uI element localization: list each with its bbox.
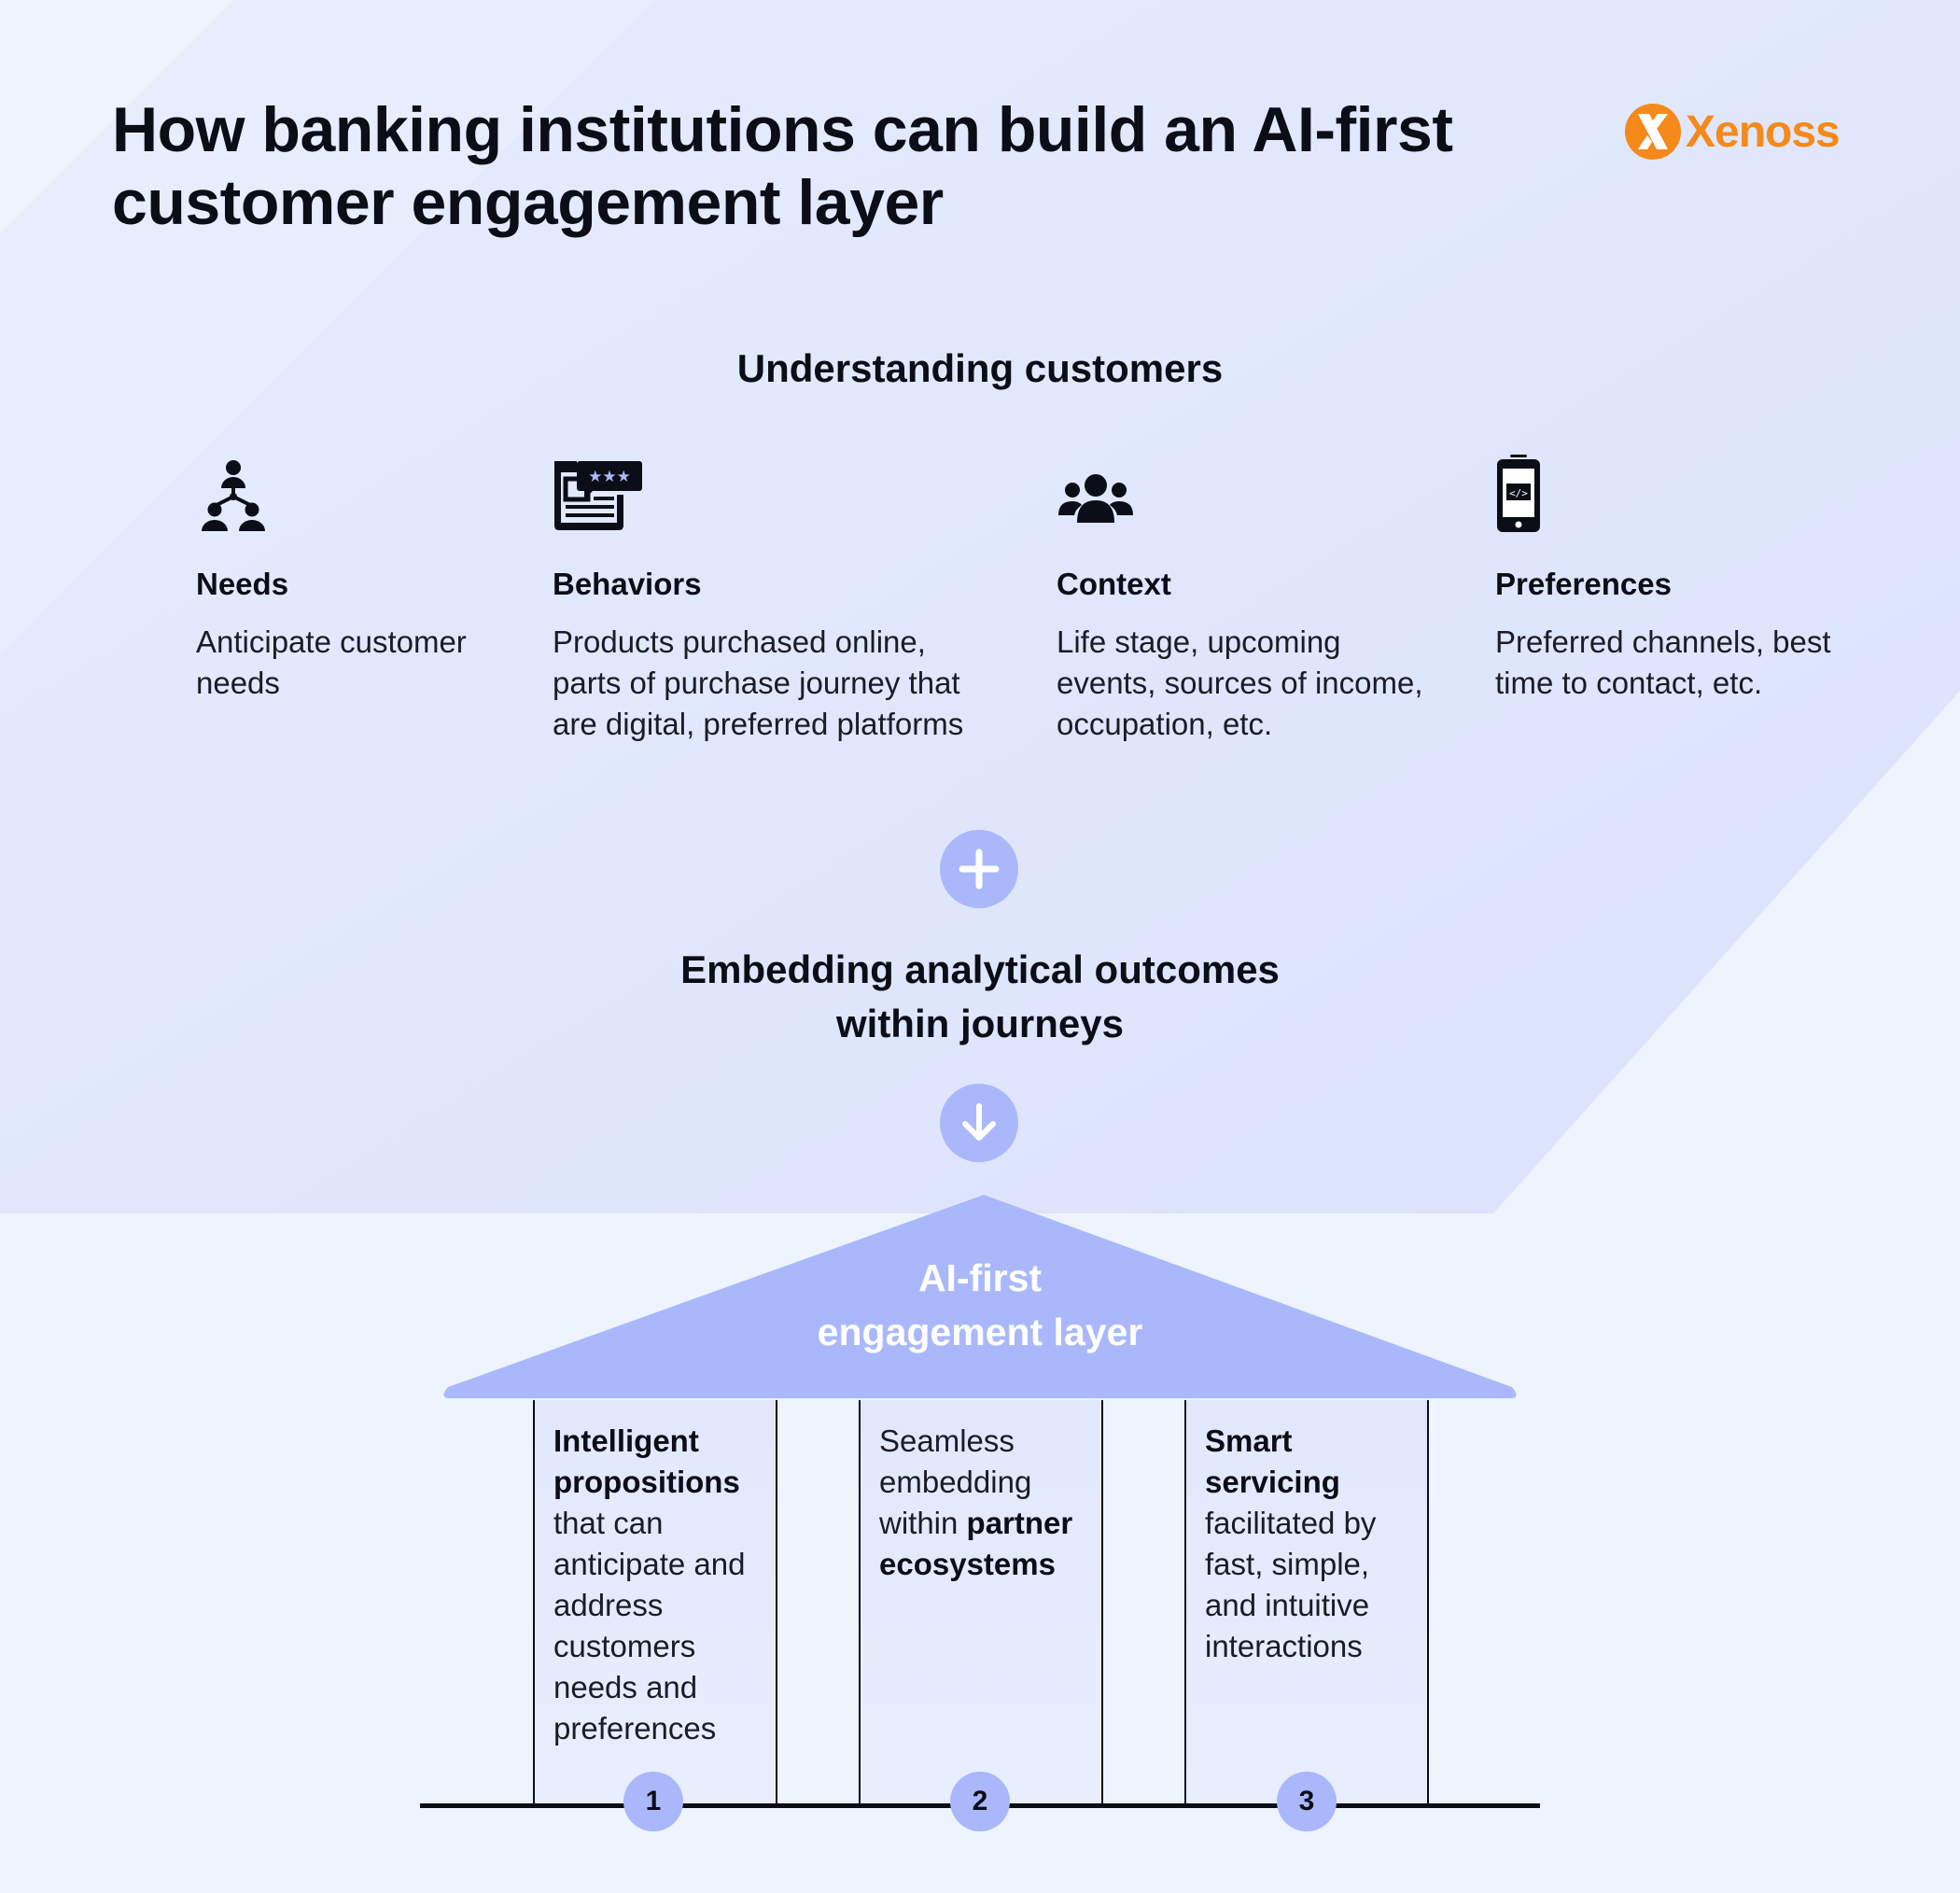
pillar-1-text: Intelligent propositions that can antici… [553, 1421, 768, 1749]
pillar-number-1: 1 [623, 1772, 683, 1831]
behaviors-description-line: parts of purchase journey that [553, 666, 960, 700]
preferences-description-line: Preferred channels, best [1495, 624, 1831, 659]
arrow-connector [940, 1084, 1018, 1162]
behaviors-title: Behaviors [553, 567, 702, 601]
behaviors-description-line: are digital, preferred platforms [553, 707, 964, 741]
embedding-title-line: within journeys [835, 1002, 1125, 1045]
plus-icon [959, 848, 1000, 890]
pillar-1-bold: Intelligent propositions [553, 1423, 740, 1499]
behaviors-description-line: Products purchased online, [553, 624, 926, 659]
preferences-description: Preferred channels, best time to contact… [1495, 622, 1869, 704]
behaviors-column: ★★★ Behaviors Products purchased online,… [553, 448, 1001, 745]
network-people-icon [202, 460, 265, 531]
preferences-description-line: time to contact, etc. [1495, 666, 1763, 700]
understanding-title: Understanding customers [736, 346, 1224, 390]
behaviors-description: Products purchased online, parts of purc… [553, 622, 1001, 745]
plus-connector [940, 830, 1018, 908]
pillar-2-text: Seamless embedding within partner ecosys… [879, 1421, 1094, 1585]
embedding-title-line: Embedding analytical outcomes [680, 947, 1280, 991]
group-icon [1058, 474, 1133, 523]
roof-label-line: AI-first [917, 1256, 1043, 1299]
pillar-2-lead: Seamless embedding within [879, 1423, 1032, 1540]
pillar-2: Seamless embedding within partner ecosys… [859, 1400, 1103, 1805]
pillar-2-bold: partner ecosystems [879, 1506, 1073, 1581]
pillar-3-rest: facilitated by fast, simple, and intuiti… [1205, 1506, 1377, 1663]
pillar-number-2: 2 [950, 1772, 1010, 1831]
preferences-column: </> Preferences Preferred channels, best… [1495, 448, 1869, 704]
page-title-line-1: How banking institutions can build an AI… [112, 94, 1453, 165]
pillar-3: Smart servicing facilitated by fast, sim… [1184, 1400, 1429, 1805]
context-description: Life stage, upcoming events, sources of … [1057, 622, 1449, 745]
pillar-number-3: 3 [1277, 1772, 1337, 1831]
context-description-line: Life stage, upcoming [1057, 624, 1341, 659]
pillar-3-bold: Smart servicing [1205, 1423, 1340, 1499]
roof-shape [443, 1195, 1517, 1398]
review-browser-icon: ★★★ [554, 461, 642, 530]
pillar-1-rest: that can anticipate and address customer… [553, 1506, 746, 1746]
mobile-code-icon: </> [1497, 455, 1540, 532]
pillar-1: Intelligent propositions that can antici… [533, 1400, 777, 1805]
svg-text:★★★: ★★★ [588, 468, 631, 486]
roof-label-line: engagement layer [817, 1311, 1143, 1353]
context-description-line: events, sources of income, [1057, 666, 1423, 700]
embedding-title: Embedding analytical outcomes within jou… [0, 943, 1960, 1051]
svg-text:</>: </> [1509, 487, 1528, 499]
needs-description-line: needs [196, 666, 280, 700]
page-title: How banking institutions can build an AI… [112, 93, 1531, 239]
needs-column: Needs Anticipate customer needs [196, 448, 504, 704]
needs-description-line: Anticipate customer [196, 624, 467, 659]
preferences-title: Preferences [1495, 567, 1672, 601]
brand-name: Xenoss [1686, 106, 1841, 157]
needs-title: Needs [196, 567, 289, 601]
context-title: Context [1057, 567, 1171, 601]
xenoss-logo-icon [1625, 104, 1681, 160]
page-title-line-2: customer engagement layer [112, 167, 944, 238]
arrow-down-icon [962, 1103, 996, 1141]
pillar-3-text: Smart servicing facilitated by fast, sim… [1205, 1421, 1420, 1667]
needs-description: Anticipate customer needs [196, 622, 504, 704]
brand-logo: Xenoss [1624, 103, 1841, 161]
context-description-line: occupation, etc. [1057, 707, 1273, 741]
roof-label: AI-first engagement layer [700, 1251, 1260, 1359]
context-column: Context Life stage, upcoming events, sou… [1057, 448, 1449, 745]
